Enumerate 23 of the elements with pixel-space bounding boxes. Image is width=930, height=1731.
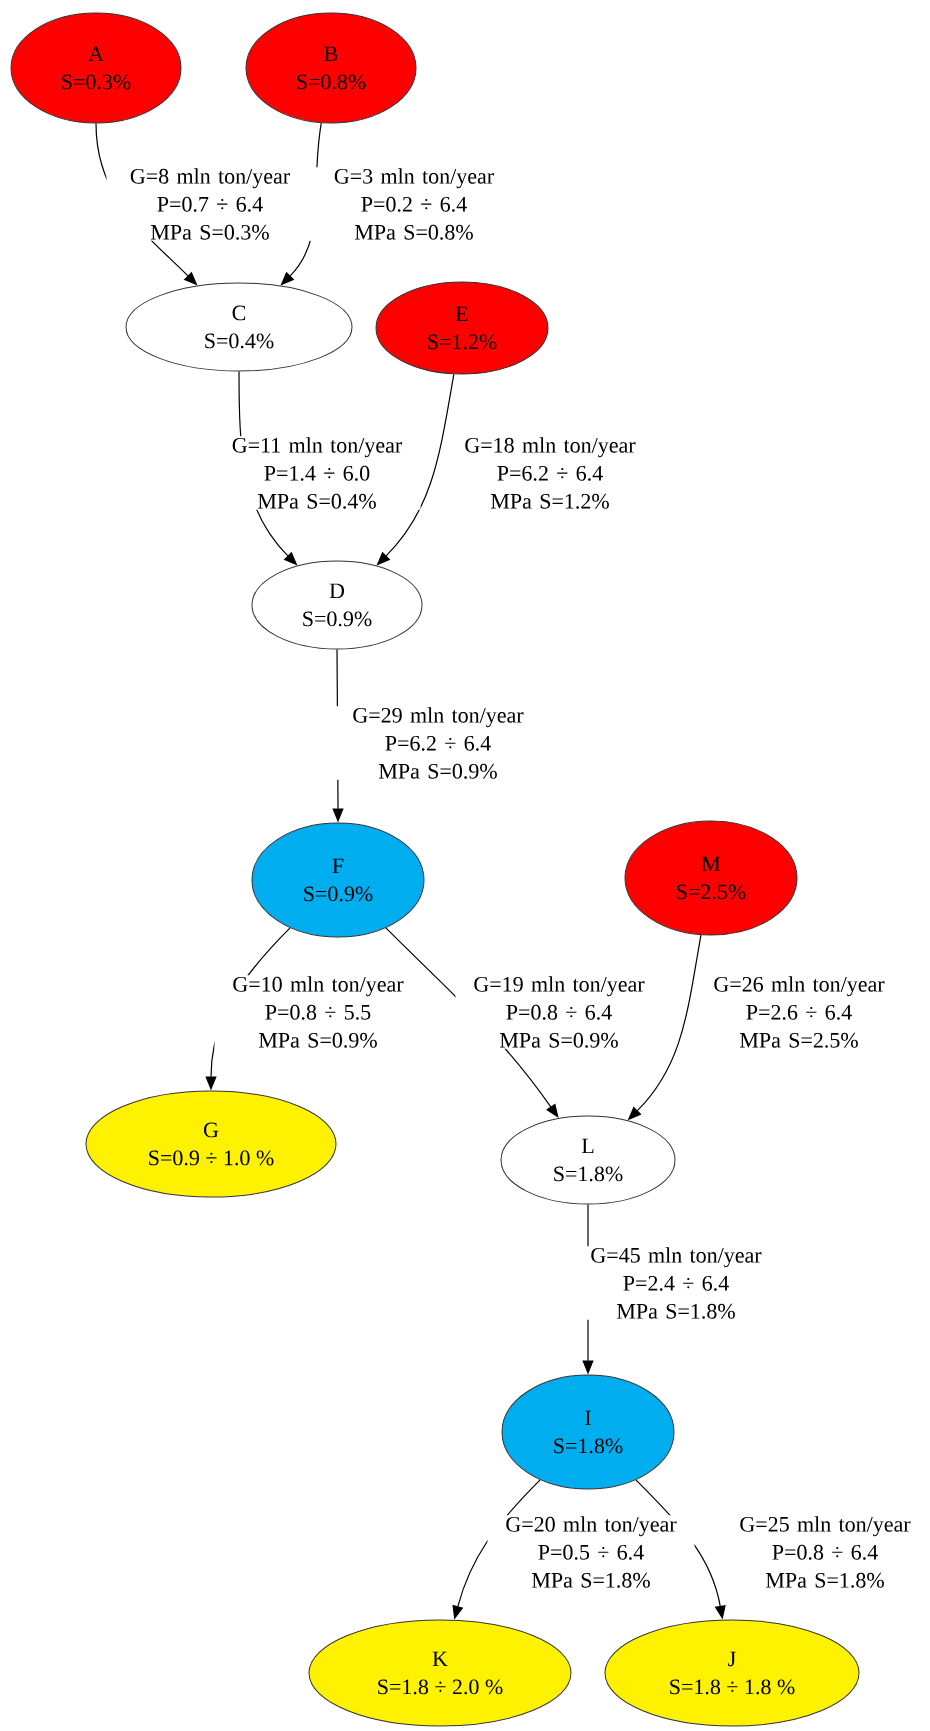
ellipse-node: E S=1.2% <box>375 281 549 375</box>
ellipse-node: G S=0.9 ÷ 1.0 % <box>85 1090 337 1198</box>
edge-label: G=29 mln ton/year P=6.2 ÷ 6.4 MPa S=0.9% <box>334 706 542 780</box>
ellipse-node: J S=1.8 ÷ 1.8 % <box>604 1619 860 1727</box>
ellipse-node: L S=1.8% <box>500 1115 676 1205</box>
ellipse-node: M S=2.5% <box>624 820 798 936</box>
edge-label: G=3 mln ton/year P=0.2 ÷ 6.4 MPa S=0.8% <box>310 167 518 241</box>
edge-label: G=11 mln ton/year P=1.4 ÷ 6.0 MPa S=0.4% <box>213 436 421 510</box>
edge-label: G=19 mln ton/year P=0.8 ÷ 6.4 MPa S=0.9% <box>455 975 663 1049</box>
ellipse-node: I S=1.8% <box>501 1374 675 1490</box>
edge-label: G=10 mln ton/year P=0.8 ÷ 5.5 MPa S=0.9% <box>214 975 422 1049</box>
edge-label: G=45 mln ton/year P=2.4 ÷ 6.4 MPa S=1.8% <box>572 1246 780 1320</box>
ellipse-node: D S=0.9% <box>251 560 423 650</box>
edge-label: G=26 mln ton/year P=2.6 ÷ 6.4 MPa S=2.5% <box>695 975 903 1049</box>
ellipse-node: K S=1.8 ÷ 2.0 % <box>308 1619 572 1727</box>
edge-label: G=18 mln ton/year P=6.2 ÷ 6.4 MPa S=1.2% <box>446 436 654 510</box>
ellipse-node: B S=0.8% <box>245 12 417 124</box>
edge-label: G=8 mln ton/year P=0.7 ÷ 6.4 MPa S=0.3% <box>106 167 314 241</box>
ellipse-node: F S=0.9% <box>251 822 425 938</box>
edge-label: G=20 mln ton/year P=0.5 ÷ 6.4 MPa S=1.8% <box>487 1515 695 1589</box>
ellipse-node: C S=0.4% <box>125 282 353 372</box>
edge-label: G=25 mln ton/year P=0.8 ÷ 6.4 MPa S=1.8% <box>721 1515 929 1589</box>
ellipse-node: A S=0.3% <box>10 12 182 124</box>
